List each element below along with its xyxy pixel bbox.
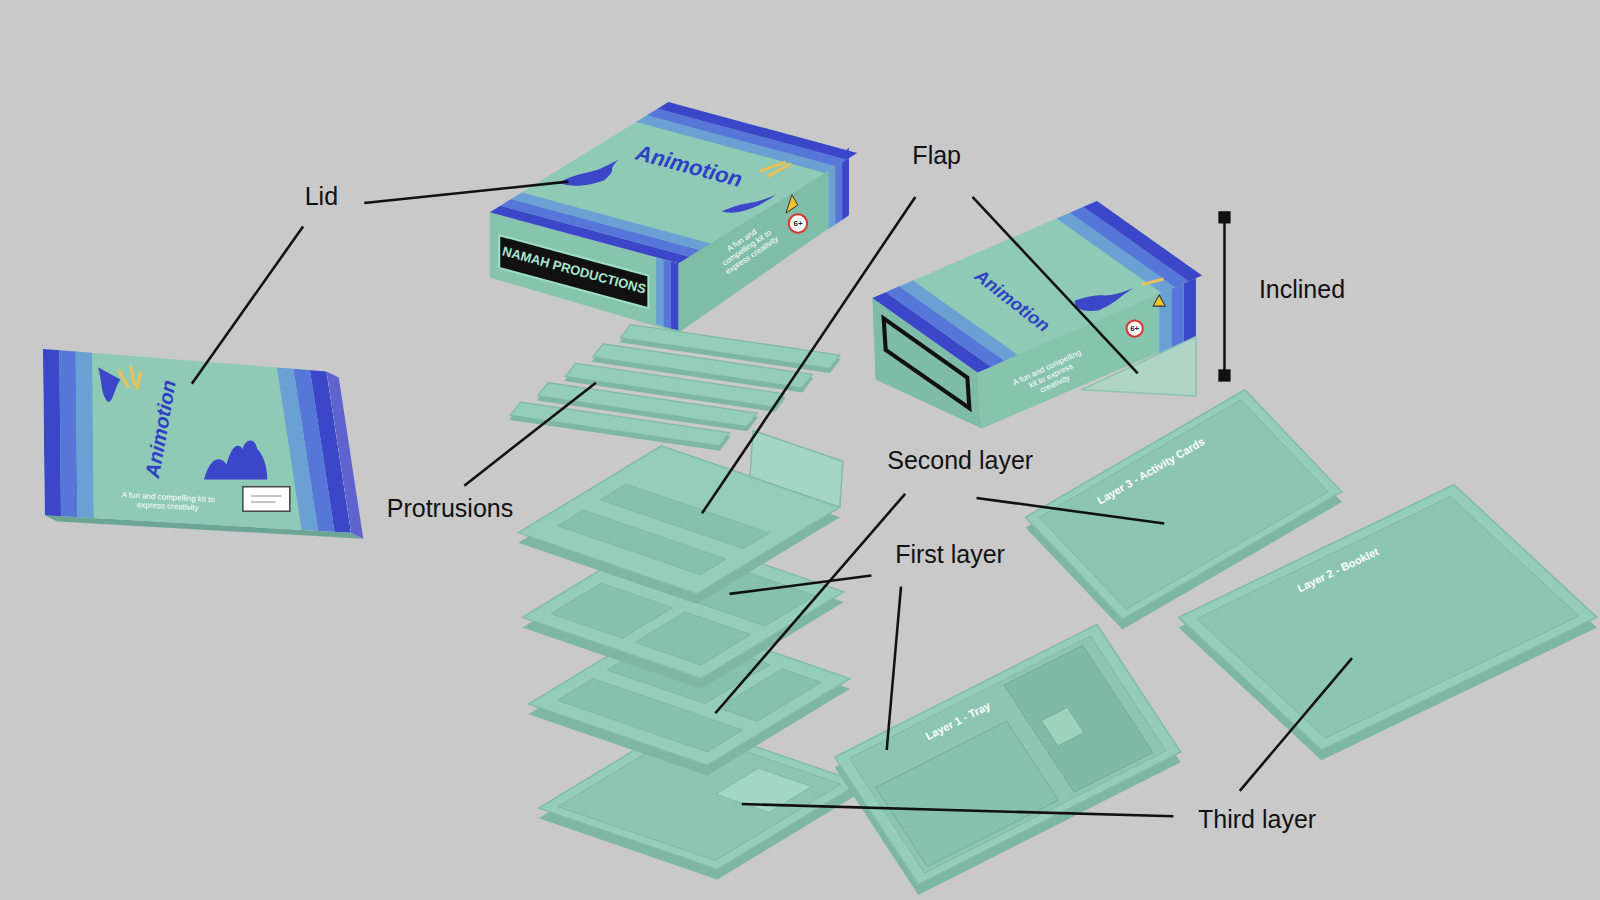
- inclined-box: [872, 201, 1202, 429]
- layer-marking: Layer 1 - Tray: [924, 700, 993, 743]
- tagline: A fun and compelling kit to express crea…: [1009, 346, 1093, 405]
- layer-marking: Layer 3 - Activity Cards: [1095, 435, 1207, 507]
- tagline: A fun and compelling kit to express crea…: [709, 216, 784, 279]
- maker-label: NAMAH PRODUCTIONS: [500, 245, 647, 298]
- callout-label: Flap: [912, 141, 961, 170]
- height-bracket: [1218, 211, 1230, 381]
- age-mark: 6+: [1130, 324, 1139, 333]
- left-box: [31, 327, 378, 551]
- callout-label: Lid: [305, 182, 338, 211]
- lid-box: [490, 102, 857, 333]
- age-mark: 6+: [793, 219, 802, 228]
- callout-label: Protrusions: [387, 494, 513, 523]
- brand-name: Animotion: [141, 378, 181, 479]
- callout-label: Third layer: [1198, 805, 1316, 834]
- callout-label: Inclined: [1259, 274, 1345, 303]
- flat-layers: [835, 390, 1597, 895]
- tagline: A fun and compelling kit to express crea…: [108, 490, 229, 515]
- brand-name: Animotion: [633, 140, 745, 193]
- callout-label: Second layer: [887, 446, 1033, 475]
- layer-marking: Layer 2 - Booklet: [1295, 545, 1380, 595]
- leader-lines: [192, 182, 1352, 817]
- brand-name: Animotion: [971, 265, 1054, 336]
- callout-label: First layer: [895, 540, 1005, 569]
